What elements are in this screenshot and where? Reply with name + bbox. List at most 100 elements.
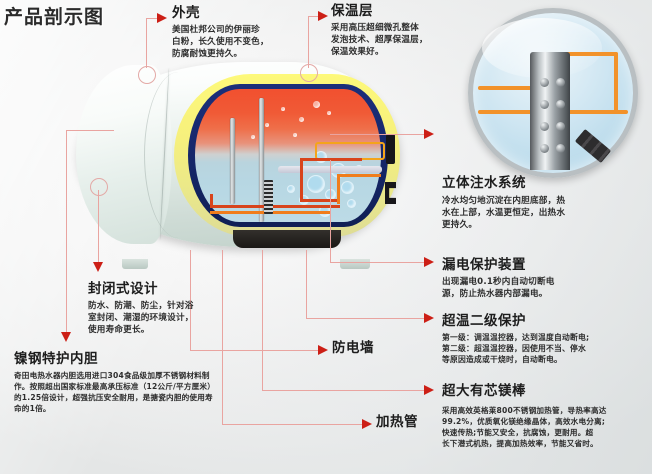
arrow-antiwall — [318, 345, 328, 355]
leader-leakage-h — [330, 262, 424, 263]
arrow-closed-design — [93, 262, 103, 272]
callout-body: 采用高压超细微孔整体 发泡技术、超厚保温层， 保温效果好。 — [331, 22, 428, 58]
arrow-nickel-liner — [61, 332, 71, 342]
callout-heading: 立体注水系统 — [442, 175, 526, 191]
callout-magnesium-rod: 超大有芯镁棒 采用高效英格莱800不锈钢加热管，导热率高达 99.2%，优质氧化… — [442, 383, 607, 449]
anchor-closed-design — [90, 178, 108, 196]
leader-heating-v — [222, 250, 223, 424]
leader-antiwall-h — [190, 350, 318, 351]
top-connector — [386, 134, 395, 164]
leader-magrod-h — [262, 390, 424, 391]
magnified-water-line-4 — [614, 52, 618, 112]
bubble — [299, 117, 304, 122]
anchor-outer-shell — [138, 66, 156, 84]
leader-insulation-v — [308, 16, 309, 68]
leader-overtemp-h — [306, 318, 424, 319]
callout-outer-shell: 外壳 美国杜邦公司的伊丽珍 白粉，长久使用不变色， 防腐耐蚀更持久。 — [172, 5, 269, 61]
hot-water-pipe-v — [300, 158, 303, 202]
callout-anti-electric-wall: 防电墙 — [332, 340, 374, 359]
bubble — [347, 199, 356, 208]
pipe-hole — [556, 100, 565, 109]
bubble — [341, 181, 354, 194]
pipe-hole — [540, 100, 549, 109]
callout-body: 防水、防潮、防尘，针对浴 室封闭、潮湿的环境设计， 使用寿命更长。 — [88, 300, 194, 336]
heater-foot-right — [340, 259, 370, 269]
magnesium-rod-long — [259, 98, 264, 222]
hot-water-pipe-h — [300, 158, 362, 161]
magnifier-inset — [468, 8, 638, 178]
arrow-heating — [362, 419, 372, 429]
leader-outer-shell-v — [146, 18, 147, 68]
bubble — [281, 107, 285, 111]
callout-heading: 漏电保护装置 — [442, 257, 526, 273]
bottom-plate — [233, 230, 341, 248]
callout-leakage-protection: 漏电保护装置 出现漏电0.1秒内自动切断电 源，防止热水器内部漏电。 — [442, 257, 555, 300]
leader-outer-shell-h — [146, 18, 157, 19]
riser-left — [210, 194, 213, 208]
callout-heading: 超大有芯镁棒 — [442, 383, 526, 399]
callout-body: 冷水均匀地沉淀在内胆底部，热 水在上部，水温更恒定，出热水 更持久。 — [442, 195, 566, 231]
perforated-inlet-pipe — [530, 52, 570, 170]
bubble — [251, 135, 255, 139]
callout-body: 美国杜邦公司的伊丽珍 白粉，长久使用不变色， 防腐耐蚀更持久。 — [172, 24, 269, 60]
arrow-outer-shell — [157, 13, 167, 23]
pipe-hole — [556, 122, 565, 131]
callout-heading: 超温二级保护 — [442, 313, 526, 329]
heater-foot-left — [122, 259, 148, 269]
pipe-hole — [556, 78, 565, 87]
leader-closed-v — [98, 190, 99, 262]
anti-electric-wall-graphic — [264, 180, 273, 214]
magnified-water-line-1 — [478, 86, 570, 90]
callout-closed-design: 封闭式设计 防水、防潮、防尘，针对浴 室封闭、潮湿的环境设计， 使用寿命更长。 — [88, 281, 194, 337]
anchor-insulation — [300, 64, 318, 82]
callout-body: 采用高效英格莱800不锈钢加热管，导热率高达 99.2%，优质氧化镁绝缘晶体，高… — [442, 405, 607, 448]
magnesium-rod-short — [230, 118, 235, 204]
leader-leakage-v — [330, 160, 331, 262]
callout-over-temp-protection: 超温二级保护 第一级：调温温控器，达到温度自动断电; 第二级：超温温控器，因使用… — [442, 313, 590, 365]
bubble — [307, 175, 325, 193]
leader-3d-injection — [330, 134, 424, 135]
shell-seam-outer — [144, 72, 201, 238]
cold-water-pipe-v — [337, 174, 340, 204]
leader-insulation-h — [308, 16, 318, 17]
leader-antiwall-v — [190, 250, 191, 350]
bubble — [265, 123, 269, 127]
magnified-water-line-3 — [564, 52, 618, 56]
bubble — [293, 133, 297, 137]
callout-insulation-layer: 保温层 采用高压超细微孔整体 发泡技术、超厚保温层， 保温效果好。 — [331, 3, 428, 59]
pipe-hole — [540, 122, 549, 131]
bubble — [287, 185, 295, 193]
leader-overtemp-v — [306, 250, 307, 318]
leader-heating-h — [222, 424, 362, 425]
leader-nickel-h — [66, 130, 114, 131]
callout-3d-water-injection: 立体注水系统 冷水均匀地沉淀在内胆底部，热 水在上部，水温更恒定，出热水 更持久… — [442, 175, 566, 232]
leader-nickel-v — [66, 130, 67, 332]
callout-heading: 保温层 — [331, 3, 373, 19]
pipe-hole — [540, 144, 549, 153]
arrow-3d-injection — [424, 129, 434, 139]
callout-heading: 外壳 — [172, 5, 200, 21]
callout-heading: 镍钢特护内胆 — [14, 351, 98, 367]
callout-nickel-steel-liner: 镍钢特护内胆 奇田电热水器内胆选用进口304食品级加厚不锈钢材料制 作。按照超出… — [14, 351, 215, 414]
cold-water-pipe-h — [337, 174, 381, 177]
callout-body: 奇田电热水器内胆选用进口304食品级加厚不锈钢材料制 作。按照超出国家标准最高承… — [14, 370, 215, 413]
arrow-leakage — [424, 257, 434, 267]
bubble — [313, 101, 320, 108]
leader-magrod-v — [262, 250, 263, 390]
callout-body: 出现漏电0.1秒内自动切断电 源，防止热水器内部漏电。 — [442, 276, 555, 299]
callout-heading: 封闭式设计 — [88, 281, 158, 297]
bottom-return-pipe — [210, 205, 340, 208]
callout-heading: 加热管 — [376, 414, 418, 430]
water-heater-illustration — [76, 62, 400, 269]
arrow-insulation — [318, 11, 328, 21]
page-title: 产品剖示图 — [4, 6, 105, 28]
pipe-hole — [556, 144, 565, 153]
hot-water-pipe-h2 — [300, 199, 340, 202]
callout-heading: 防电墙 — [332, 340, 374, 356]
arrow-magrod — [424, 385, 434, 395]
callout-body: 第一级：调温温控器，达到温度自动断电; 第二级：超温温控器，因使用不当、停水 等… — [442, 332, 590, 365]
arrow-overtemp — [424, 313, 434, 323]
bubble — [327, 111, 331, 115]
water-chamber-graphic — [195, 89, 381, 222]
